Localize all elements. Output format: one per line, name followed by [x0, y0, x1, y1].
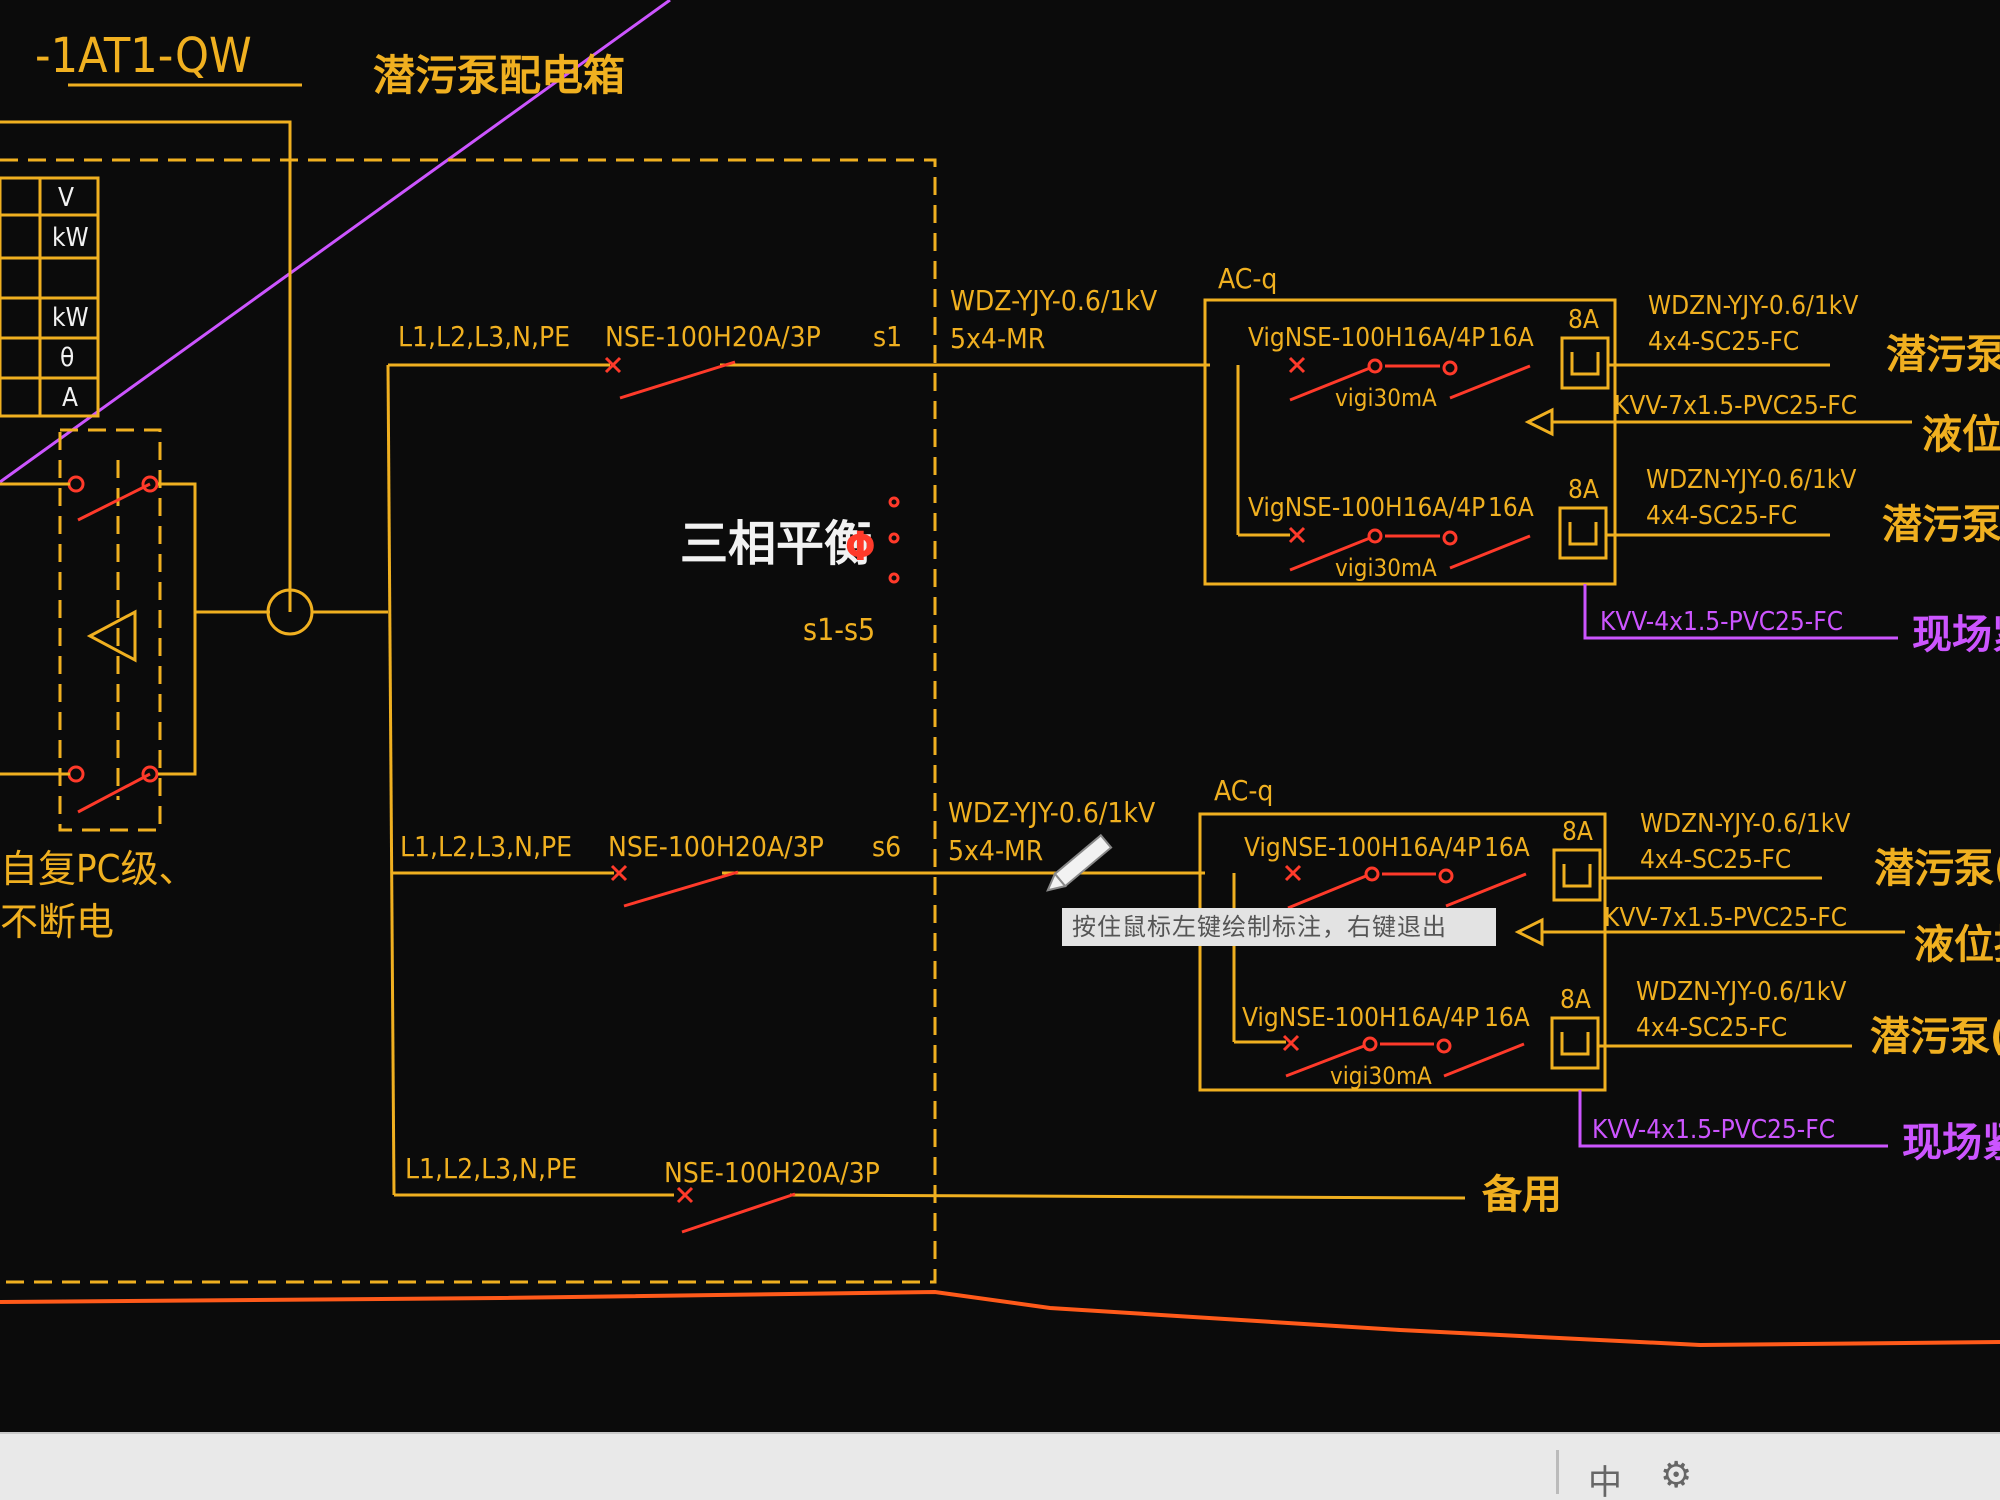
pencil-cursor-icon [1046, 833, 1113, 892]
unit-cell: kW [52, 303, 89, 333]
emergency-cable: KVV-4x1.5-PVC25-FC [1600, 607, 1843, 637]
pump-control-box[interactable]: AC-q VigNSE-100H16A/4P vigi30mA 16A 8A W… [1203, 262, 2000, 658]
gear-icon[interactable]: ⚙ [1660, 1455, 1693, 1496]
panel-title: 潜污泵配电箱 [373, 51, 625, 100]
row-cable-size: 4x4-SC25-FC [1648, 327, 1799, 357]
feeder-breaker: NSE-100H20A/3P [608, 830, 824, 863]
dot-marker [888, 532, 900, 544]
feeder-circuit-id: s1 [873, 320, 902, 353]
magenta-guide-line [0, 0, 671, 484]
row-contactor: 16A [1488, 493, 1534, 523]
emergency-destination: 现场紧急 [1902, 1120, 2000, 1166]
feeder-breaker: NSE-100H20A/3P [664, 1156, 880, 1189]
feeder-phases: L1,L2,L3,N,PE [405, 1152, 577, 1185]
row-relay: 8A [1560, 985, 1591, 1015]
ats-note-line-1: 自复PC级、 [0, 847, 197, 891]
panel-id: -1AT1-QW [35, 28, 252, 84]
row-relay: 8A [1562, 817, 1593, 847]
feeder-cable-size: 5x4-MR [948, 834, 1043, 867]
status-bar [0, 1432, 2000, 1500]
ime-indicator[interactable]: 中 [1588, 1463, 1622, 1500]
unit-cell: V [58, 183, 74, 213]
sub-box-label: AC-q [1218, 262, 1277, 295]
feeder-cable-type: WDZ-YJY-0.6/1kV [950, 284, 1158, 317]
feeder-breaker: NSE-100H20A/3P [605, 320, 821, 353]
row-breaker: VigNSE-100H16A/4P [1248, 493, 1485, 523]
row-cable-size: 4x4-SC25-FC [1646, 501, 1797, 531]
row-destination: 潜污泵(常 [1874, 846, 2000, 892]
row-relay: 8A [1568, 305, 1599, 335]
row-cable-type: WDZN-YJY-0.6/1kV [1646, 465, 1856, 495]
unit-cell: θ [60, 343, 74, 373]
unit-cell: A [62, 383, 78, 413]
phase-symbol: Φ [845, 524, 876, 570]
feeder-phases: L1,L2,L3,N,PE [400, 830, 572, 863]
control-destination: 液位控 [1914, 922, 2000, 968]
feeder-cable-size: 5x4-MR [950, 322, 1045, 355]
control-cable: KVV-7x1.5-PVC25-FC [1604, 903, 1847, 933]
row-contactor: 16A [1484, 1003, 1530, 1033]
control-cable: KVV-7x1.5-PVC25-FC [1614, 391, 1857, 421]
row-destination: 潜污泵(常 [1886, 332, 2000, 378]
row-rcd: vigi30mA [1335, 384, 1437, 412]
incoming-conductor [0, 120, 292, 612]
units-table: V kW kW θ A [0, 176, 100, 418]
row-rcd: vigi30mA [1330, 1062, 1432, 1090]
boundary-line [0, 1289, 2000, 1348]
emergency-line [1578, 1090, 1888, 1148]
feeder-circuit-id: s6 [872, 830, 901, 863]
dot-marker [888, 572, 900, 584]
row-cable-type: WDZN-YJY-0.6/1kV [1640, 809, 1850, 839]
row-cable-type: WDZN-YJY-0.6/1kV [1636, 977, 1846, 1007]
dot-marker [888, 496, 900, 508]
row-breaker: VigNSE-100H16A/4P [1244, 833, 1481, 863]
row-breaker: VigNSE-100H16A/4P [1248, 323, 1485, 353]
main-busbar [386, 364, 396, 1196]
sub-box-label: AC-q [1214, 774, 1273, 807]
row-contactor: 16A [1484, 833, 1530, 863]
spare-label: 备用 [1482, 1172, 1562, 1218]
row-relay: 8A [1568, 475, 1599, 505]
three-phase-balance-label: 三相平衡 [680, 516, 872, 572]
feeder-phases: L1,L2,L3,N,PE [398, 320, 570, 353]
row-rcd: vigi30mA [1335, 554, 1437, 582]
ats-switch-symbol [0, 428, 270, 832]
circuit-range-label: s1-s5 [803, 613, 875, 648]
control-destination: 液位控 [1922, 412, 2000, 458]
feeder-row[interactable]: L1,L2,L3,N,PE NSE-100H20A/3P s1 WDZ-YJY-… [388, 284, 1210, 400]
row-breaker: VigNSE-100H16A/4P [1242, 1003, 1479, 1033]
row-destination: 潜污泵(备 [1882, 502, 2000, 548]
row-cable-type: WDZN-YJY-0.6/1kV [1648, 291, 1858, 321]
feeder-cable-type: WDZ-YJY-0.6/1kV [948, 796, 1156, 829]
ats-note-line-2: 不断电 [0, 900, 114, 944]
row-cable-size: 4x4-SC25-FC [1636, 1013, 1787, 1043]
emergency-cable: KVV-4x1.5-PVC25-FC [1592, 1115, 1835, 1145]
emergency-line [1583, 584, 1898, 640]
status-separator [1556, 1450, 1559, 1494]
row-destination: 潜污泵(备 [1870, 1014, 2000, 1060]
command-tooltip: 按住鼠标左键绘制标注，右键退出 [1062, 908, 1496, 946]
emergency-destination: 现场紧急 [1912, 612, 2000, 658]
pump-control-box[interactable]: AC-q VigNSE-100H16A/4P 16A 8A WDZN-YJY-0… [1198, 774, 2000, 1166]
panel-enclosure [0, 158, 937, 1284]
feeder-row[interactable]: L1,L2,L3,N,PE NSE-100H20A/3P s6 WDZ-YJY-… [392, 796, 1205, 908]
unit-cell: kW [52, 223, 89, 253]
row-cable-size: 4x4-SC25-FC [1640, 845, 1791, 875]
feeder-row-spare[interactable]: L1,L2,L3,N,PE NSE-100H20A/3P 备用 [394, 1152, 1562, 1234]
row-contactor: 16A [1488, 323, 1534, 353]
